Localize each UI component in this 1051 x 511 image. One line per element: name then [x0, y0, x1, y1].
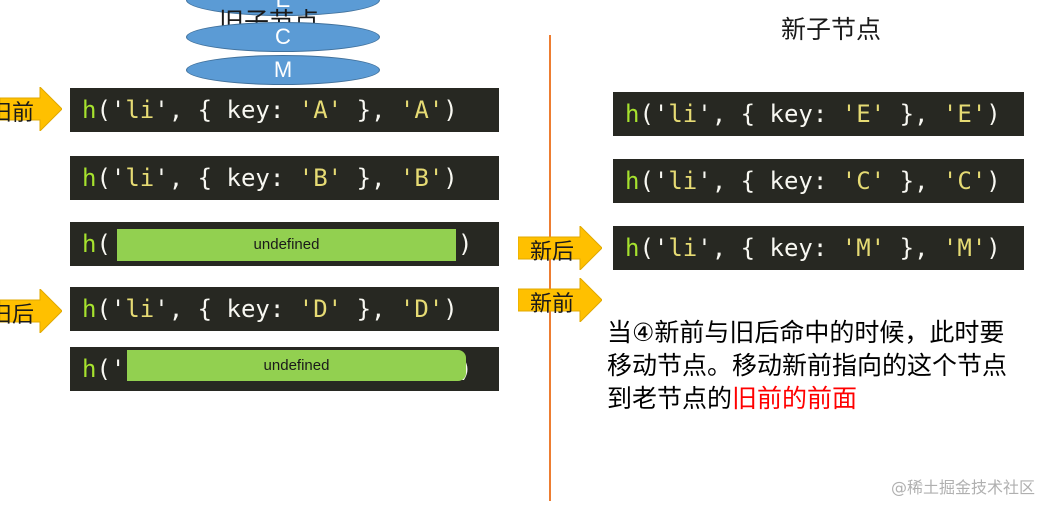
code-key: 'M'	[841, 234, 886, 262]
code-punc: },	[885, 234, 943, 262]
stack-letter-c: C	[275, 24, 291, 49]
note-text: 当④新前与旧后命中的时候，此时要移动节点。移动新前指向的这个节点到老节点的	[607, 318, 1008, 413]
undefined-cover-2: undefined	[127, 350, 466, 381]
code-punc: ', { key:	[154, 295, 299, 323]
new-vnode-e: h('li', { key: 'E' }, 'E')	[613, 92, 1024, 136]
stack-ellipse-e: E	[186, 0, 380, 16]
pointer-old-back: 旧后	[0, 289, 62, 333]
note-highlight: 旧前的前面	[732, 384, 858, 413]
code-punc: ('	[96, 164, 126, 192]
center-divider	[549, 35, 551, 501]
code-punc: ('	[96, 96, 126, 124]
code-key: 'B'	[298, 164, 343, 192]
code-punc: ('	[96, 295, 126, 323]
pointer-new-front-label: 新前	[530, 292, 575, 317]
code-punc: },	[342, 96, 400, 124]
pointer-old-back-label: 旧后	[0, 303, 35, 328]
code-punc: (	[96, 230, 111, 258]
code-punc: )	[443, 295, 458, 323]
code-key: 'C'	[841, 167, 886, 195]
new-vnode-m: h('li', { key: 'M' }, 'M')	[613, 226, 1024, 270]
arrow-right-icon	[518, 278, 602, 322]
stack-ellipse-m: M	[186, 55, 380, 85]
code-key: 'D'	[298, 295, 343, 323]
explanation-note: 当④新前与旧后命中的时候，此时要移动节点。移动新前指向的这个节点到老节点的旧前的…	[607, 316, 1007, 415]
code-punc: ', { key:	[154, 164, 299, 192]
code-punc: )	[443, 96, 458, 124]
arrow-right-icon	[0, 87, 62, 131]
new-vnode-c: h('li', { key: 'C' }, 'C')	[613, 159, 1024, 203]
pointer-new-back: 新后	[518, 226, 602, 270]
arrow-right-icon	[0, 289, 62, 333]
code-punc: },	[885, 100, 943, 128]
stack-letter-e: E	[276, 0, 291, 12]
code-punc: ', { key:	[697, 167, 842, 195]
arrow-right-icon	[518, 226, 602, 270]
code-text: 'A'	[399, 96, 444, 124]
fn-name: h	[82, 355, 97, 383]
code-tag: li	[125, 295, 155, 323]
code-punc: ', { key:	[697, 100, 842, 128]
stack-ellipse-c: C	[186, 22, 380, 52]
code-text: 'B'	[399, 164, 444, 192]
fn-name: h	[82, 230, 97, 258]
old-vnode-d: h('li', { key: 'D' }, 'D')	[70, 287, 499, 331]
fn-name: h	[82, 96, 97, 124]
pointer-old-front: 旧前	[0, 87, 62, 131]
old-vnode-a: h('li', { key: 'A' }, 'A')	[70, 88, 499, 132]
code-punc: ('	[639, 234, 669, 262]
code-punc: )	[986, 100, 1001, 128]
stack-letter-m: M	[273, 57, 293, 82]
pointer-new-back-label: 新后	[530, 240, 575, 265]
code-text: 'D'	[399, 295, 444, 323]
code-punc: )	[443, 164, 458, 192]
code-punc: )	[986, 167, 1001, 195]
code-punc: ('	[639, 100, 669, 128]
code-punc: ('	[96, 355, 126, 383]
code-punc: ', { key:	[697, 234, 842, 262]
code-tag: li	[668, 234, 698, 262]
code-text: 'M'	[942, 234, 987, 262]
code-tag: li	[668, 167, 698, 195]
watermark: @稀土掘金技术社区	[890, 478, 1035, 497]
pointer-new-front: 新前	[518, 278, 602, 322]
code-punc: },	[342, 164, 400, 192]
code-key: 'E'	[841, 100, 886, 128]
right-title: 新子节点	[781, 15, 882, 44]
undefined-cover-1: undefined	[117, 229, 456, 261]
code-punc: },	[342, 295, 400, 323]
code-key: 'A'	[298, 96, 343, 124]
code-punc: ('	[639, 167, 669, 195]
fn-name: h	[625, 100, 640, 128]
old-vnode-b: h('li', { key: 'B' }, 'B')	[70, 156, 499, 200]
code-punc: ', { key:	[154, 96, 299, 124]
fn-name: h	[625, 234, 640, 262]
code-text: 'C'	[942, 167, 987, 195]
code-punc: },	[885, 167, 943, 195]
code-tag: li	[668, 100, 698, 128]
pointer-old-front-label: 旧前	[0, 101, 35, 126]
code-punc: )	[986, 234, 1001, 262]
code-text: 'E'	[942, 100, 987, 128]
fn-name: h	[82, 295, 97, 323]
fn-name: h	[82, 164, 97, 192]
code-tag: li	[125, 96, 155, 124]
code-punc: )	[458, 230, 473, 258]
code-tag: li	[125, 164, 155, 192]
fn-name: h	[625, 167, 640, 195]
